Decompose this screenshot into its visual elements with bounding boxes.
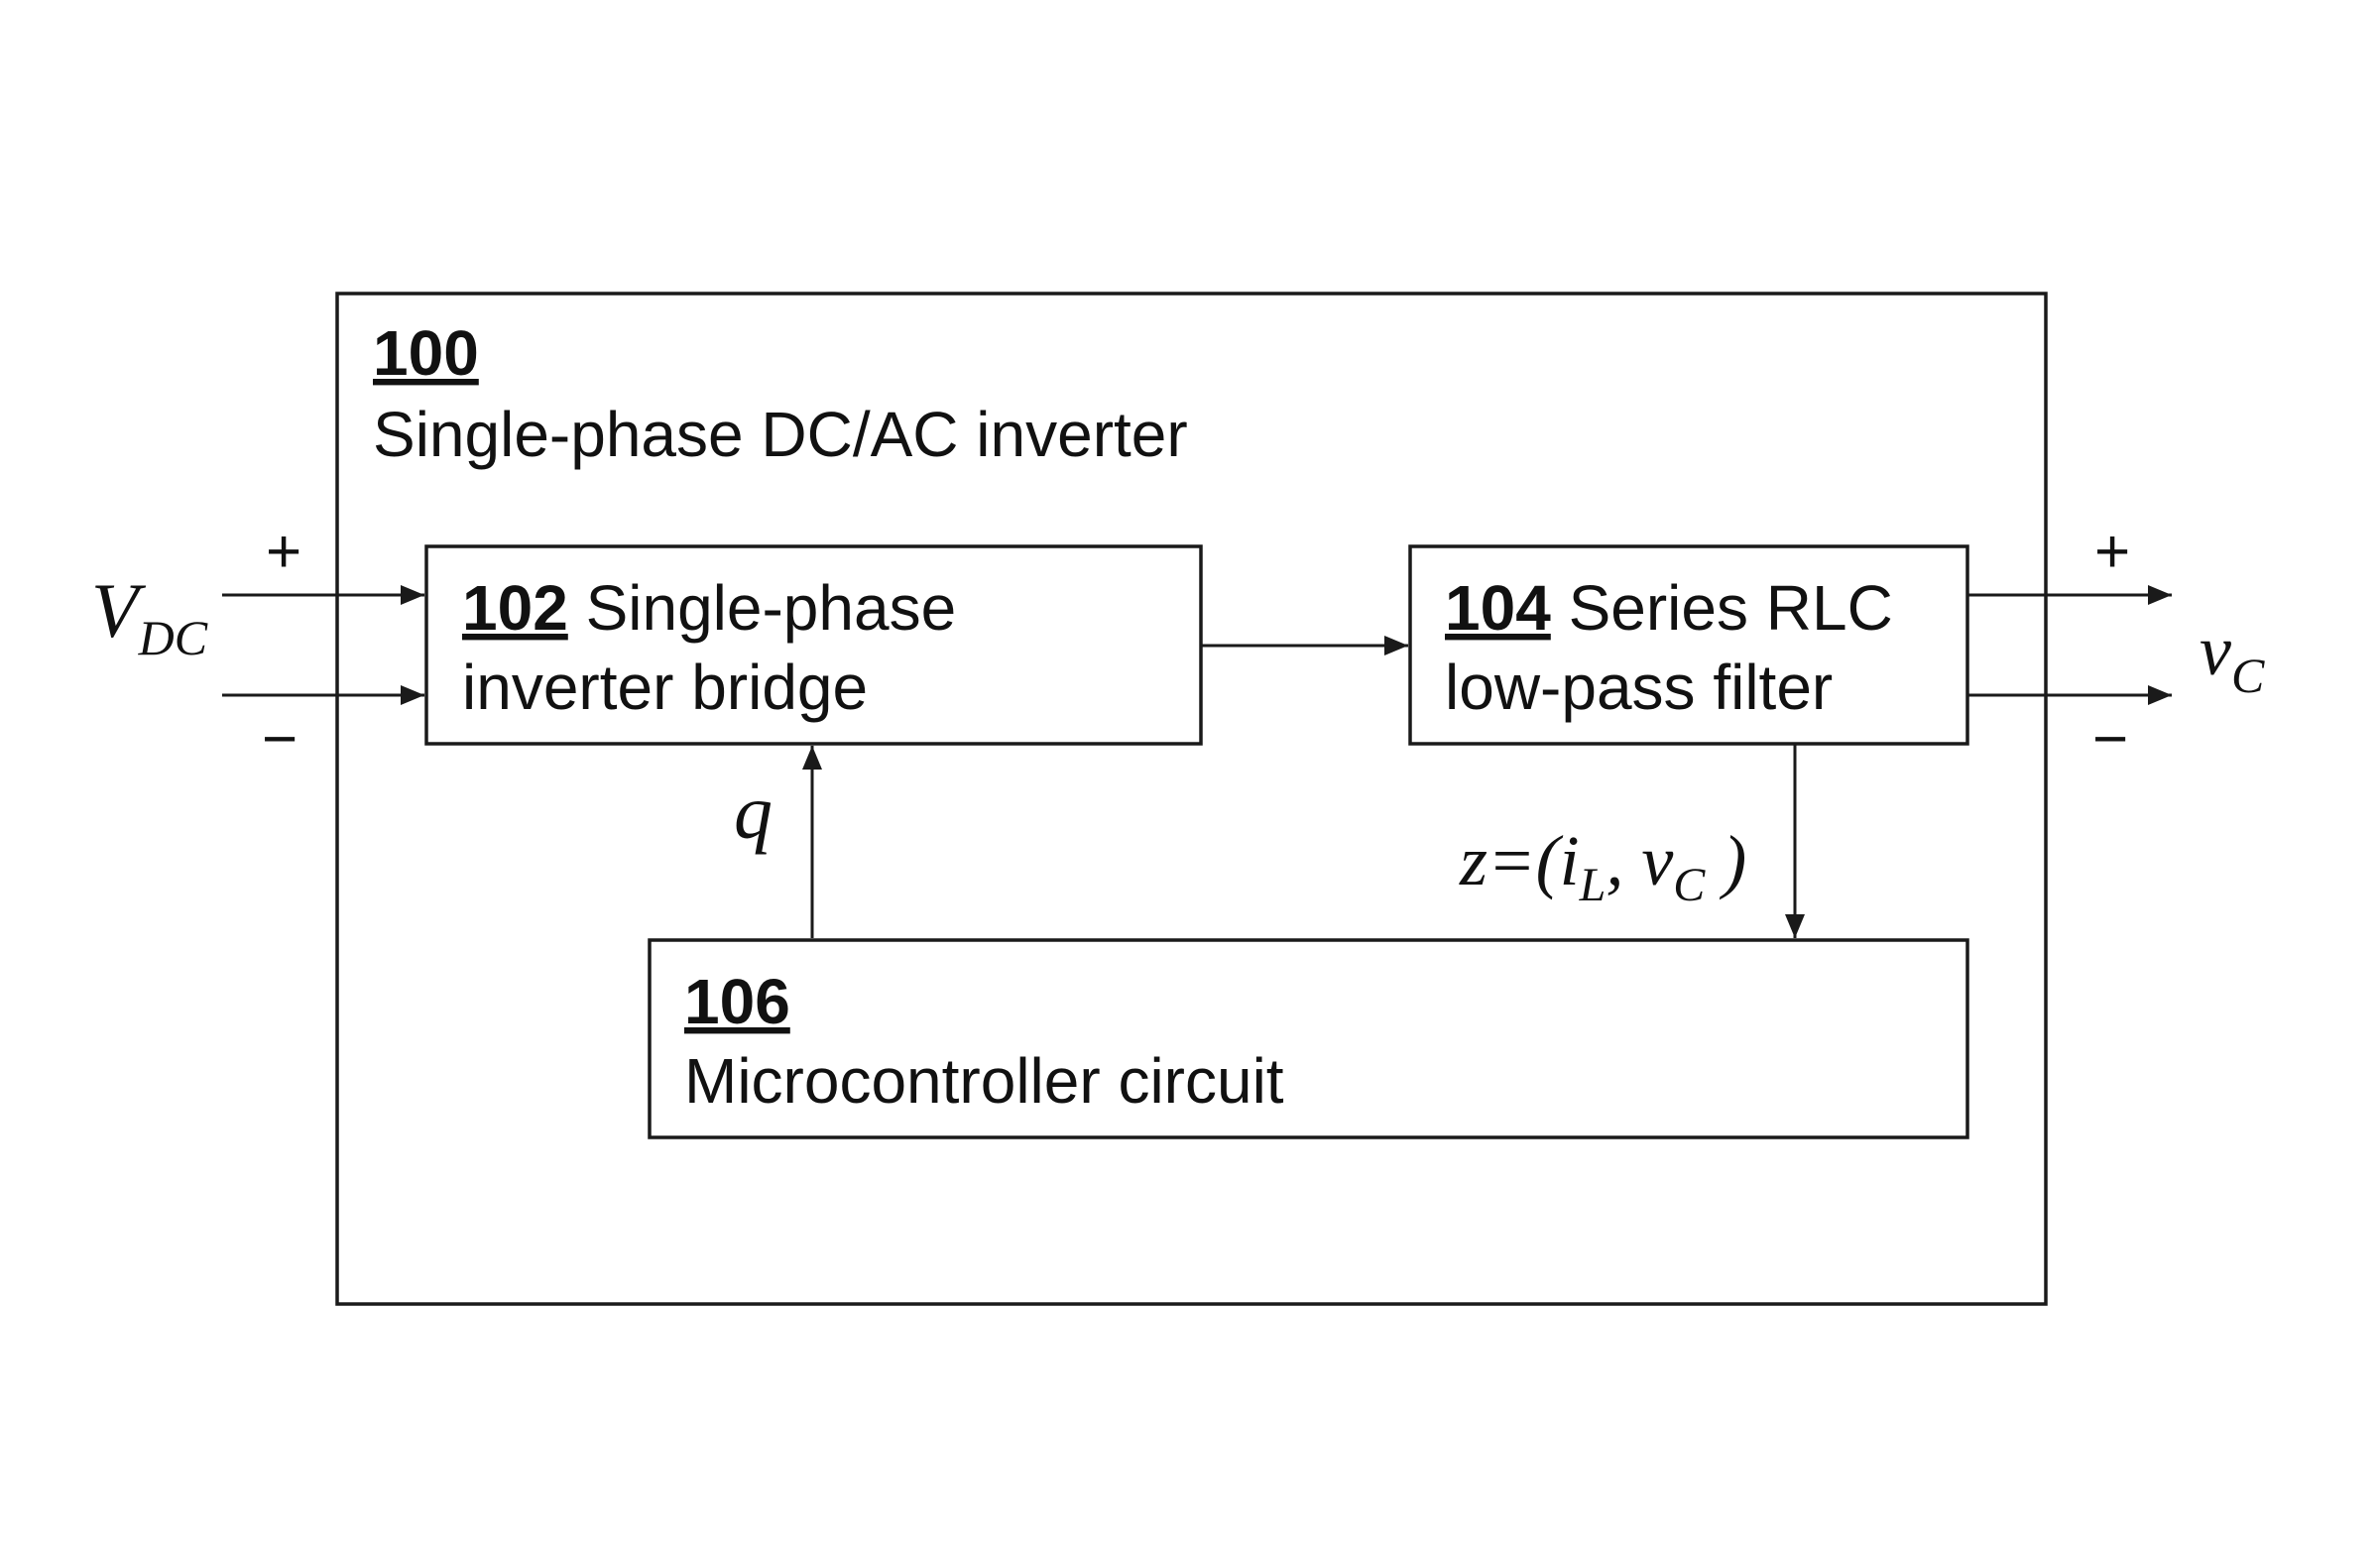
microcontroller-title: Microcontroller circuit (684, 1045, 1284, 1117)
inverter-bridge-label-line1: 102 Single-phase (462, 572, 956, 644)
output-plus-sign: + (2094, 518, 2130, 586)
input-voltage-label: VDC (91, 567, 208, 665)
inverter-bridge-name: Single-phase (568, 572, 956, 644)
feedback-current-subscript: L (1579, 859, 1606, 911)
control-signal-label: q (734, 769, 773, 855)
output-voltage-subscript: C (2231, 648, 2265, 703)
input-plus-sign: + (266, 518, 301, 586)
rlc-filter-number: 104 (1445, 572, 1551, 644)
system-number: 100 (373, 317, 479, 389)
rlc-filter-name: Series RLC (1551, 572, 1893, 644)
microcontroller-number: 106 (684, 966, 790, 1037)
feedback-separator: , (1606, 821, 1641, 900)
inverter-bridge-label-line2: inverter bridge (462, 652, 868, 723)
input-voltage-subscript: DC (138, 610, 208, 665)
feedback-voltage-subscript: C (1673, 859, 1706, 911)
output-voltage-symbol: v (2200, 611, 2231, 690)
system-title: Single-phase DC/AC inverter (373, 399, 1188, 470)
feedback-voltage-symbol: v (1641, 821, 1673, 900)
inverter-bridge-number: 102 (462, 572, 568, 644)
input-minus-sign: − (262, 705, 298, 773)
rlc-filter-label-line1: 104 Series RLC (1445, 572, 1893, 644)
output-voltage-label: vC (2200, 611, 2265, 703)
feedback-suffix: ) (1705, 821, 1746, 900)
rlc-filter-label-line2: low-pass filter (1445, 652, 1833, 723)
feedback-prefix: z=( (1459, 821, 1564, 900)
output-minus-sign: − (2092, 705, 2128, 773)
feedback-current-symbol: i (1560, 821, 1580, 900)
